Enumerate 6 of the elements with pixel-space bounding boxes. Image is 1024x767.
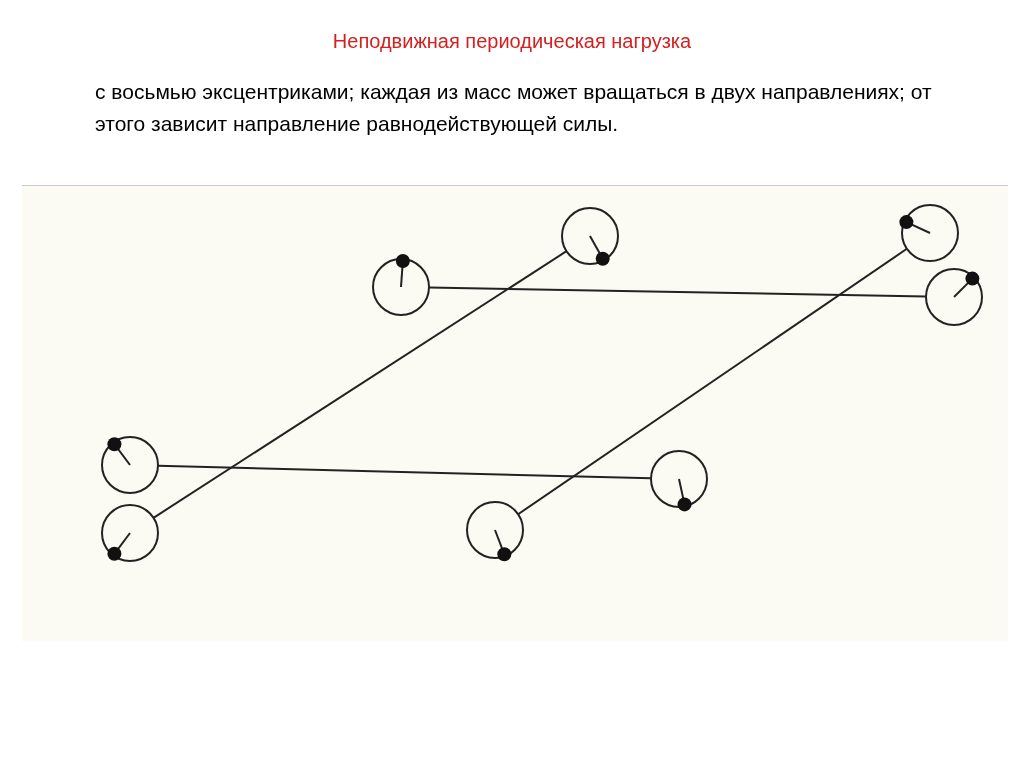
title: Неподвижная периодическая нагрузка [331, 30, 693, 53]
connecting-rod-line [157, 464, 652, 480]
connecting-rod-line [517, 247, 908, 516]
description-text: с восьмью эксцентриками; каждая из масс может вращаться в двух направлениях; от этого зависит направление равнодействующей силы. [95, 79, 933, 137]
connecting-rod-line [428, 286, 927, 298]
connecting-rod-line [152, 250, 568, 519]
